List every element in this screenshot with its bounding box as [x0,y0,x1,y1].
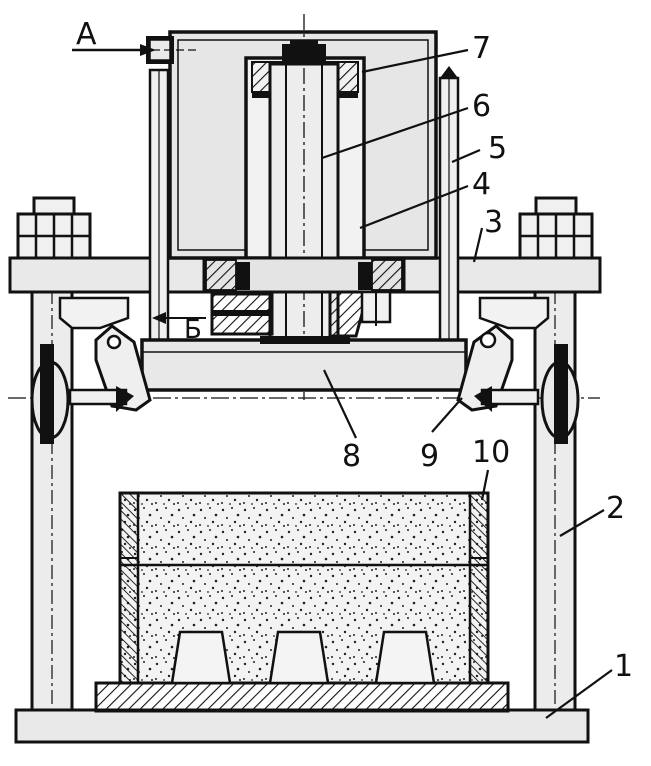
clamp-right [456,296,580,444]
eccentric-unit [210,290,392,338]
nut-stack-right [518,196,594,260]
label-2: 2 [606,491,625,526]
mold-box [118,491,490,685]
punch-plate [140,336,468,392]
guide-rod-right [438,66,460,344]
label-1: 1 [614,649,633,684]
void-former-left [170,630,232,685]
label-9: 9 [420,439,439,474]
label-4: 4 [472,167,491,202]
label-10: 10 [472,435,510,470]
label-3: 3 [484,205,503,240]
label-8: 8 [342,439,361,474]
void-former-right [374,630,436,685]
nut-stack-left [16,196,92,260]
bearing-block [202,256,406,294]
label-6: 6 [472,89,491,124]
void-former-middle [268,630,330,685]
label-view-b: Б [184,315,202,345]
central-shaft [268,14,340,400]
clamp-left [30,296,152,444]
leader-lines [321,48,613,719]
base-plate [14,708,590,744]
pallet [94,681,510,713]
label-view-a: А [76,17,97,52]
view-arrow-a [72,44,200,56]
view-arrow-b [152,312,206,324]
label-7: 7 [472,31,491,66]
label-5: 5 [488,131,507,166]
